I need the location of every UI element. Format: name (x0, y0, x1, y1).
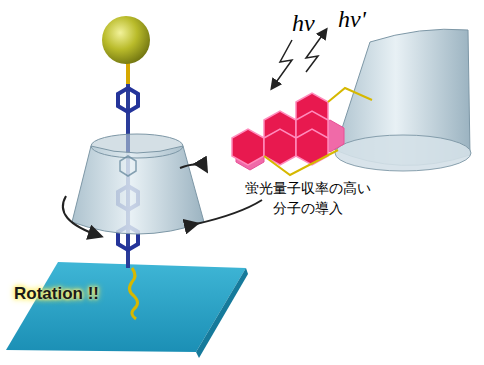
linker-chain (129, 268, 137, 319)
rotation-arrow (180, 164, 206, 170)
photon-label: hν' (338, 6, 366, 33)
stopper-ball (102, 16, 150, 64)
cone-rim (335, 135, 471, 171)
rotation-label: Rotation !! (14, 284, 99, 304)
cone-rim (91, 134, 183, 158)
plate-edge (196, 268, 248, 358)
rotation-arrow (196, 200, 262, 224)
photon-label: hν (292, 10, 315, 37)
pyrene-molecule (232, 93, 344, 170)
annotation: 蛍光量子収率の高い 分子の導入 (238, 178, 378, 219)
rotation-arrow (63, 196, 100, 236)
cyclodextrin-ring (72, 146, 204, 234)
excitation-arrow (272, 40, 292, 88)
axle-link (126, 62, 130, 84)
tether (328, 88, 372, 102)
tether (264, 150, 338, 175)
emission-arrow (306, 30, 326, 72)
